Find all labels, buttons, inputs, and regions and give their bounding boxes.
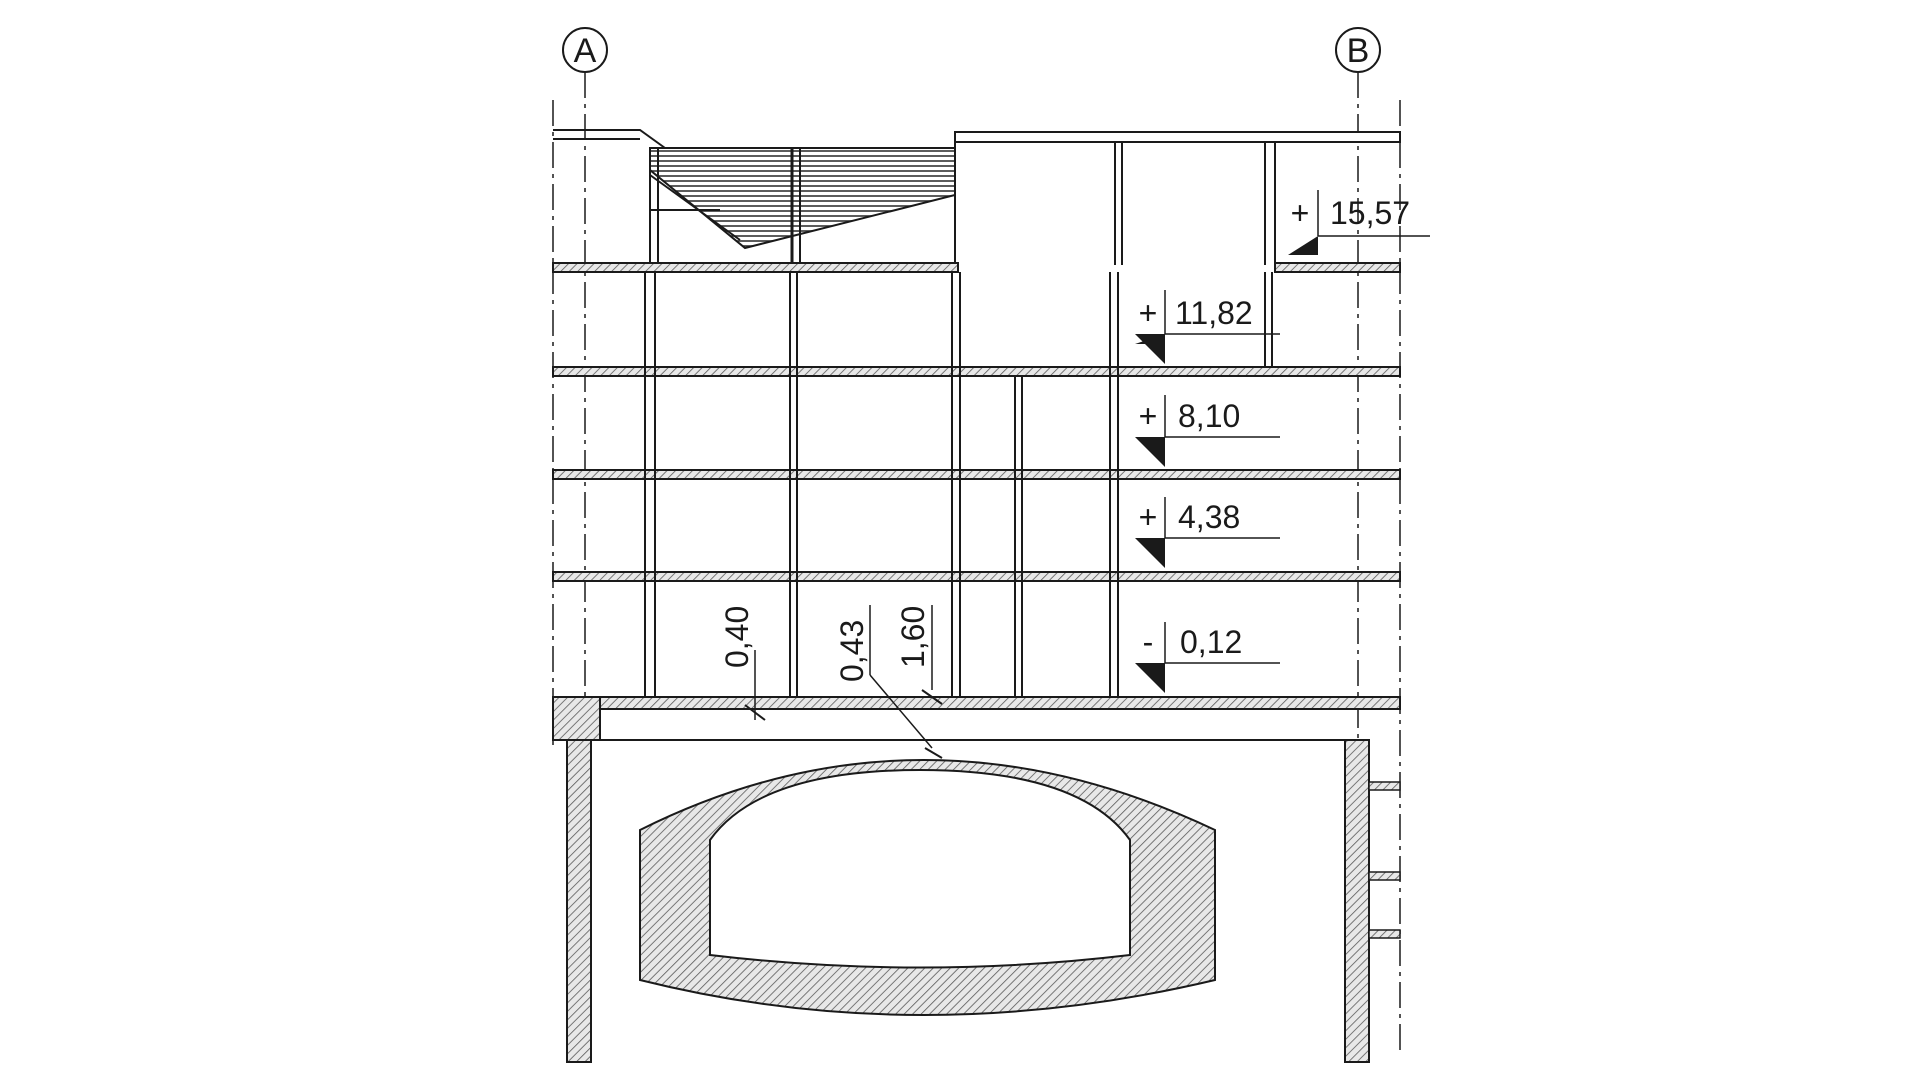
elevation-value: 15,57 bbox=[1330, 195, 1410, 231]
elevation-sign: + bbox=[1139, 499, 1158, 535]
elevation-markers: + 15,57 + 11,82 + 8,10 + 4,38 bbox=[1135, 190, 1430, 693]
elevation-value: 8,10 bbox=[1178, 398, 1240, 434]
axis-label-a: A bbox=[574, 32, 597, 70]
tunnel-section bbox=[639, 759, 1216, 1016]
louvre-canopy bbox=[649, 147, 956, 265]
elevation-sign: + bbox=[1139, 398, 1158, 434]
dimension-annotations: 0,40 0,43 1,60 bbox=[719, 605, 943, 759]
elevation-marker: - 0,12 bbox=[1135, 622, 1280, 693]
elevation-sign: + bbox=[1291, 195, 1310, 231]
roof-structure bbox=[553, 129, 1401, 265]
elevation-marker: + 8,10 bbox=[1135, 395, 1280, 467]
elevation-marker: + 11,82 bbox=[1135, 290, 1280, 364]
elevation-value: 11,82 bbox=[1175, 295, 1253, 331]
dimension-marker: 1,60 bbox=[895, 605, 943, 705]
dimension-value: 0,43 bbox=[834, 620, 870, 682]
axis-label-b: B bbox=[1347, 32, 1370, 70]
floor-slabs bbox=[552, 262, 1401, 710]
elevation-marker: + 15,57 bbox=[1288, 190, 1430, 255]
elevation-value: 4,38 bbox=[1178, 499, 1240, 535]
axis-marker-a: A bbox=[562, 27, 608, 73]
axis-marker-b: B bbox=[1335, 27, 1381, 73]
dimension-value: 0,40 bbox=[719, 606, 755, 668]
dimension-marker: 0,43 bbox=[834, 605, 943, 759]
columns bbox=[644, 272, 1273, 697]
elevation-sign: + bbox=[1139, 295, 1158, 331]
elevation-marker: + 4,38 bbox=[1135, 497, 1280, 568]
dimension-value: 1,60 bbox=[895, 606, 931, 668]
dimension-marker: 0,40 bbox=[719, 606, 766, 721]
elevation-sign: - bbox=[1143, 624, 1154, 660]
retaining-walls bbox=[566, 739, 1401, 1063]
elevation-value: 0,12 bbox=[1180, 624, 1242, 660]
transfer-beam bbox=[552, 696, 1360, 741]
